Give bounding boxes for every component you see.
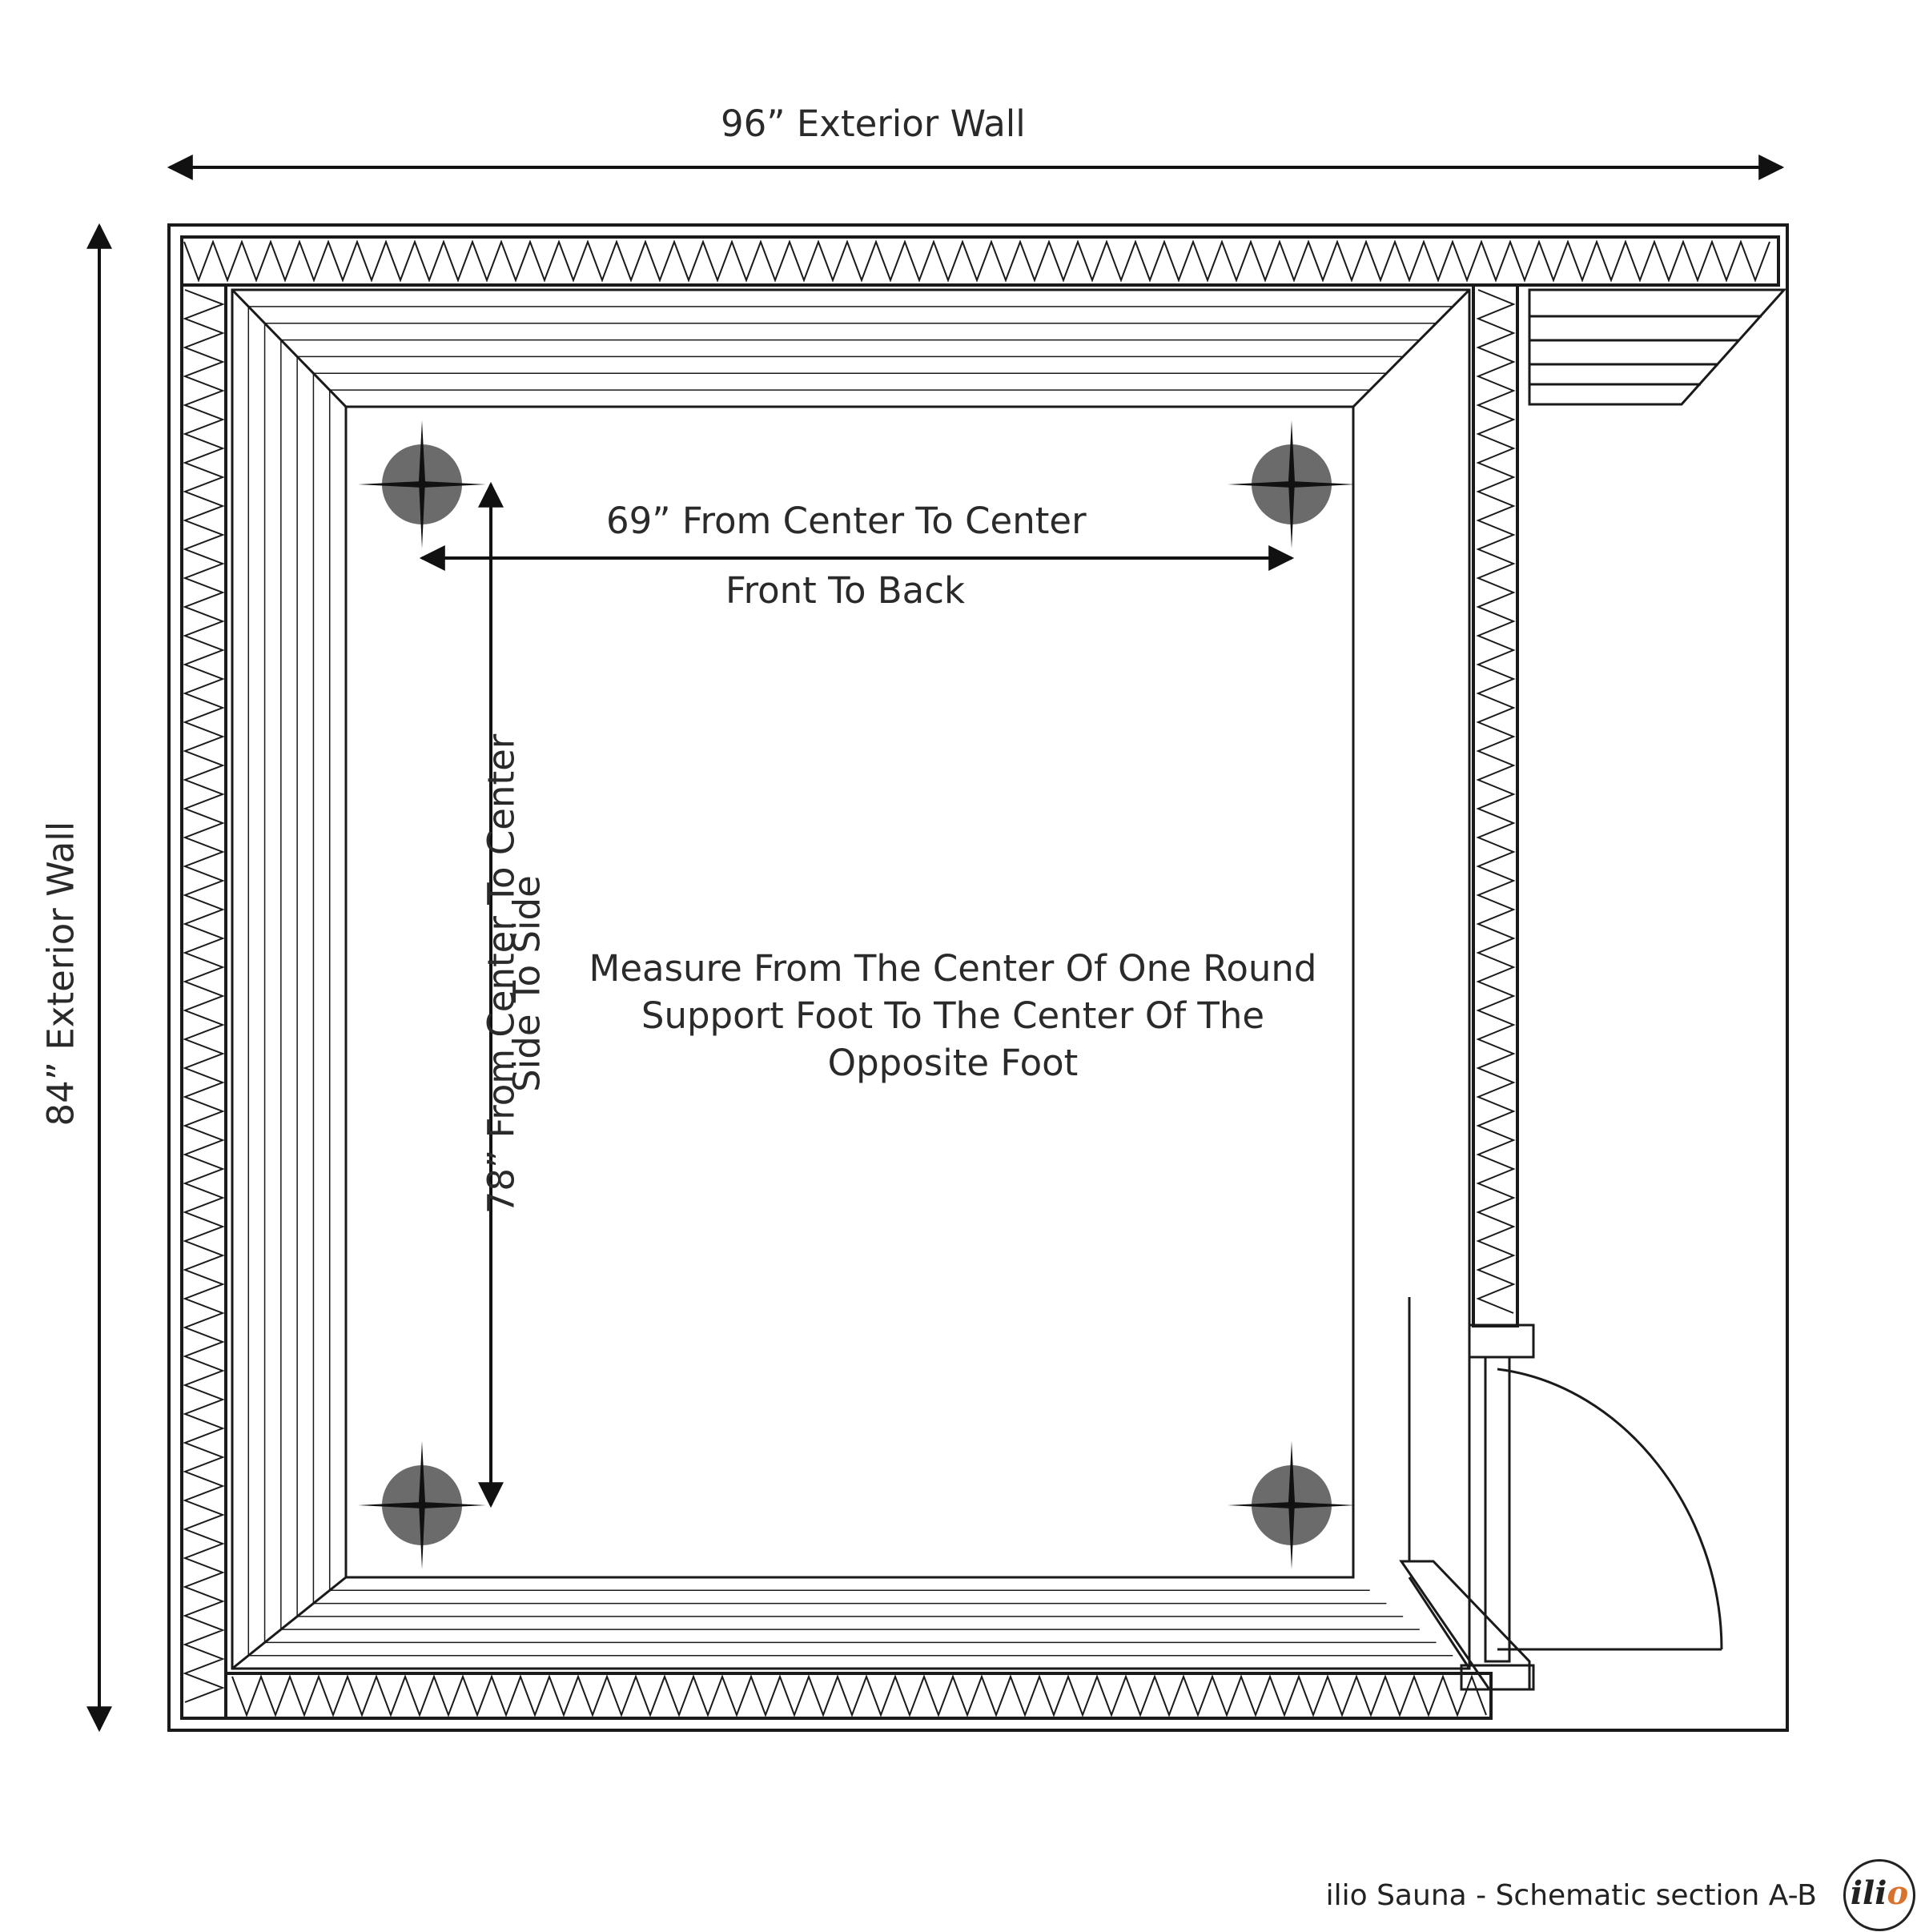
front-back-sublabel: Front To Back	[725, 569, 966, 612]
support-foot	[1228, 420, 1356, 548]
measurement-note: Measure From The Center Of One Round Sup…	[589, 947, 1317, 1084]
footer-caption: ilio Sauna - Schematic section A-B	[1325, 1879, 1817, 1912]
insulation-zigzag	[1476, 289, 1516, 1314]
insulation-zigzag	[231, 1674, 1487, 1717]
exterior-depth-label: 84” Exterior Wall	[39, 821, 82, 1127]
panel-board-lines	[247, 306, 1453, 1657]
side-side-sublabel: Side To Side	[505, 875, 549, 1092]
interior-paneling	[231, 288, 1471, 1670]
wall-extension	[1528, 288, 1787, 406]
exterior-wall-outline	[167, 223, 1789, 1732]
front-back-label: 69” From Center To Center	[606, 500, 1087, 542]
support-foot	[1228, 1441, 1356, 1569]
insulation-pattern	[183, 239, 1770, 1717]
support-foot	[358, 1441, 486, 1569]
door	[1399, 1297, 1723, 1691]
ilio-logo: ilio	[1843, 1859, 1915, 1931]
insulation-zigzag	[183, 239, 1770, 283]
exterior-width-label: 96” Exterior Wall	[721, 102, 1026, 145]
support-foot	[358, 420, 486, 548]
insulation-zigzag	[183, 289, 225, 1703]
